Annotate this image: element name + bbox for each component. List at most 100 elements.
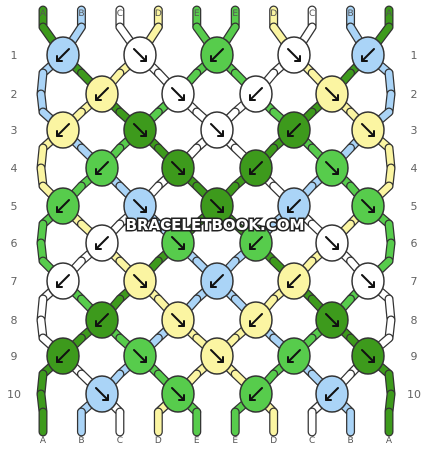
strand-label-bottom-7: D (270, 436, 277, 446)
knot-r7-1 (46, 262, 80, 300)
arrow-down-right-icon (171, 236, 185, 250)
knot-r7-4 (277, 262, 311, 300)
strand-label-top-5: E (194, 9, 200, 19)
row-label-left-5: 5 (11, 200, 18, 213)
arrow-down-left-icon (210, 48, 224, 62)
row-label-right-10: 10 (407, 388, 421, 401)
arrow-down-right-icon (133, 48, 147, 62)
arrow-down-right-icon (210, 123, 224, 137)
arrow-down-left-icon (287, 199, 301, 213)
arrow-down-right-icon (133, 123, 147, 137)
arrow-down-left-icon (325, 387, 339, 401)
knot-r7-5 (351, 262, 385, 300)
arrow-down-right-icon (325, 236, 339, 250)
arrow-down-right-icon (95, 387, 109, 401)
arrow-down-right-icon (361, 199, 375, 213)
knot-r10-1 (85, 375, 119, 413)
knot-r4-4 (315, 149, 349, 187)
strand-label-top-4: D (155, 9, 162, 19)
knot-r9-2 (123, 337, 157, 375)
knot-r7-3 (200, 262, 234, 300)
arrow-down-right-icon (287, 48, 301, 62)
knot-r1-4 (277, 36, 311, 74)
arrow-down-left-icon (56, 349, 70, 363)
knot-r5-5 (351, 187, 385, 225)
row-label-right-9: 9 (411, 350, 418, 363)
arrow-down-left-icon (249, 87, 263, 101)
knot-r3-4 (277, 111, 311, 149)
row-label-right-8: 8 (411, 314, 418, 327)
row-label-left-9: 9 (11, 350, 18, 363)
arrow-down-right-icon (325, 87, 339, 101)
arrow-down-right-icon (325, 161, 339, 175)
row-label-right-1: 1 (411, 49, 418, 62)
knot-r4-2 (161, 149, 195, 187)
knot-r1-3 (200, 36, 234, 74)
knot-r2-4 (315, 75, 349, 113)
arrow-down-left-icon (95, 87, 109, 101)
knot-r10-2 (161, 375, 195, 413)
knot-r3-1 (46, 111, 80, 149)
strand-label-bottom-5: E (194, 436, 200, 446)
row-label-left-4: 4 (11, 162, 18, 175)
arrow-down-left-icon (361, 48, 375, 62)
strand-label-bottom-4: D (155, 436, 162, 446)
knot-r2-2 (161, 75, 195, 113)
arrow-down-right-icon (361, 274, 375, 288)
arrow-down-right-icon (133, 274, 147, 288)
knot-r5-1 (46, 187, 80, 225)
knot-r3-2 (123, 111, 157, 149)
arrow-down-right-icon (210, 349, 224, 363)
row-label-right-3: 3 (411, 124, 418, 137)
arrow-down-left-icon (287, 349, 301, 363)
strand-label-top-1: A (40, 9, 47, 19)
knot-r8-4 (315, 301, 349, 339)
row-label-right-2: 2 (411, 88, 418, 101)
row-label-left-10: 10 (7, 388, 21, 401)
strand-label-top-10: A (386, 9, 393, 19)
arrow-down-right-icon (171, 161, 185, 175)
strand-label-bottom-8: C (309, 436, 315, 446)
knot-r9-5 (351, 337, 385, 375)
arrow-down-right-icon (361, 349, 375, 363)
row-label-left-6: 6 (11, 237, 18, 250)
strand-label-top-8: C (309, 9, 315, 19)
knot-layer (46, 36, 385, 413)
arrow-down-left-icon (249, 387, 263, 401)
row-label-right-5: 5 (411, 200, 418, 213)
knot-r7-2 (123, 262, 157, 300)
knot-r6-4 (315, 224, 349, 262)
arrow-down-right-icon (171, 313, 185, 327)
watermark: BRACELETBOOK.COM (126, 216, 305, 234)
knot-r1-2 (123, 36, 157, 74)
strand-label-bottom-9: B (347, 436, 353, 446)
knot-r4-3 (239, 149, 273, 187)
knot-r8-1 (85, 301, 119, 339)
row-label-left-8: 8 (11, 314, 18, 327)
strand-label-bottom-3: C (117, 436, 123, 446)
knot-r10-4 (315, 375, 349, 413)
knot-r8-3 (239, 301, 273, 339)
knot-r3-5 (351, 111, 385, 149)
arrow-down-right-icon (133, 349, 147, 363)
knot-r9-1 (46, 337, 80, 375)
knot-r1-5 (351, 36, 385, 74)
strand-label-top-6: E (232, 9, 238, 19)
row-label-right-7: 7 (411, 275, 418, 288)
row-label-left-2: 2 (11, 88, 18, 101)
arrow-down-left-icon (95, 313, 109, 327)
arrow-down-left-icon (249, 161, 263, 175)
arrow-down-left-icon (210, 274, 224, 288)
row-label-left-7: 7 (11, 275, 18, 288)
arrow-down-left-icon (249, 236, 263, 250)
arrow-down-left-icon (56, 274, 70, 288)
row-label-right-4: 4 (411, 162, 418, 175)
strand-label-bottom-1: A (40, 436, 47, 446)
strand-label-top-2: B (78, 9, 84, 19)
strand-label-bottom-2: B (78, 436, 84, 446)
knot-r9-4 (277, 337, 311, 375)
strand-label-bottom-6: E (232, 436, 238, 446)
